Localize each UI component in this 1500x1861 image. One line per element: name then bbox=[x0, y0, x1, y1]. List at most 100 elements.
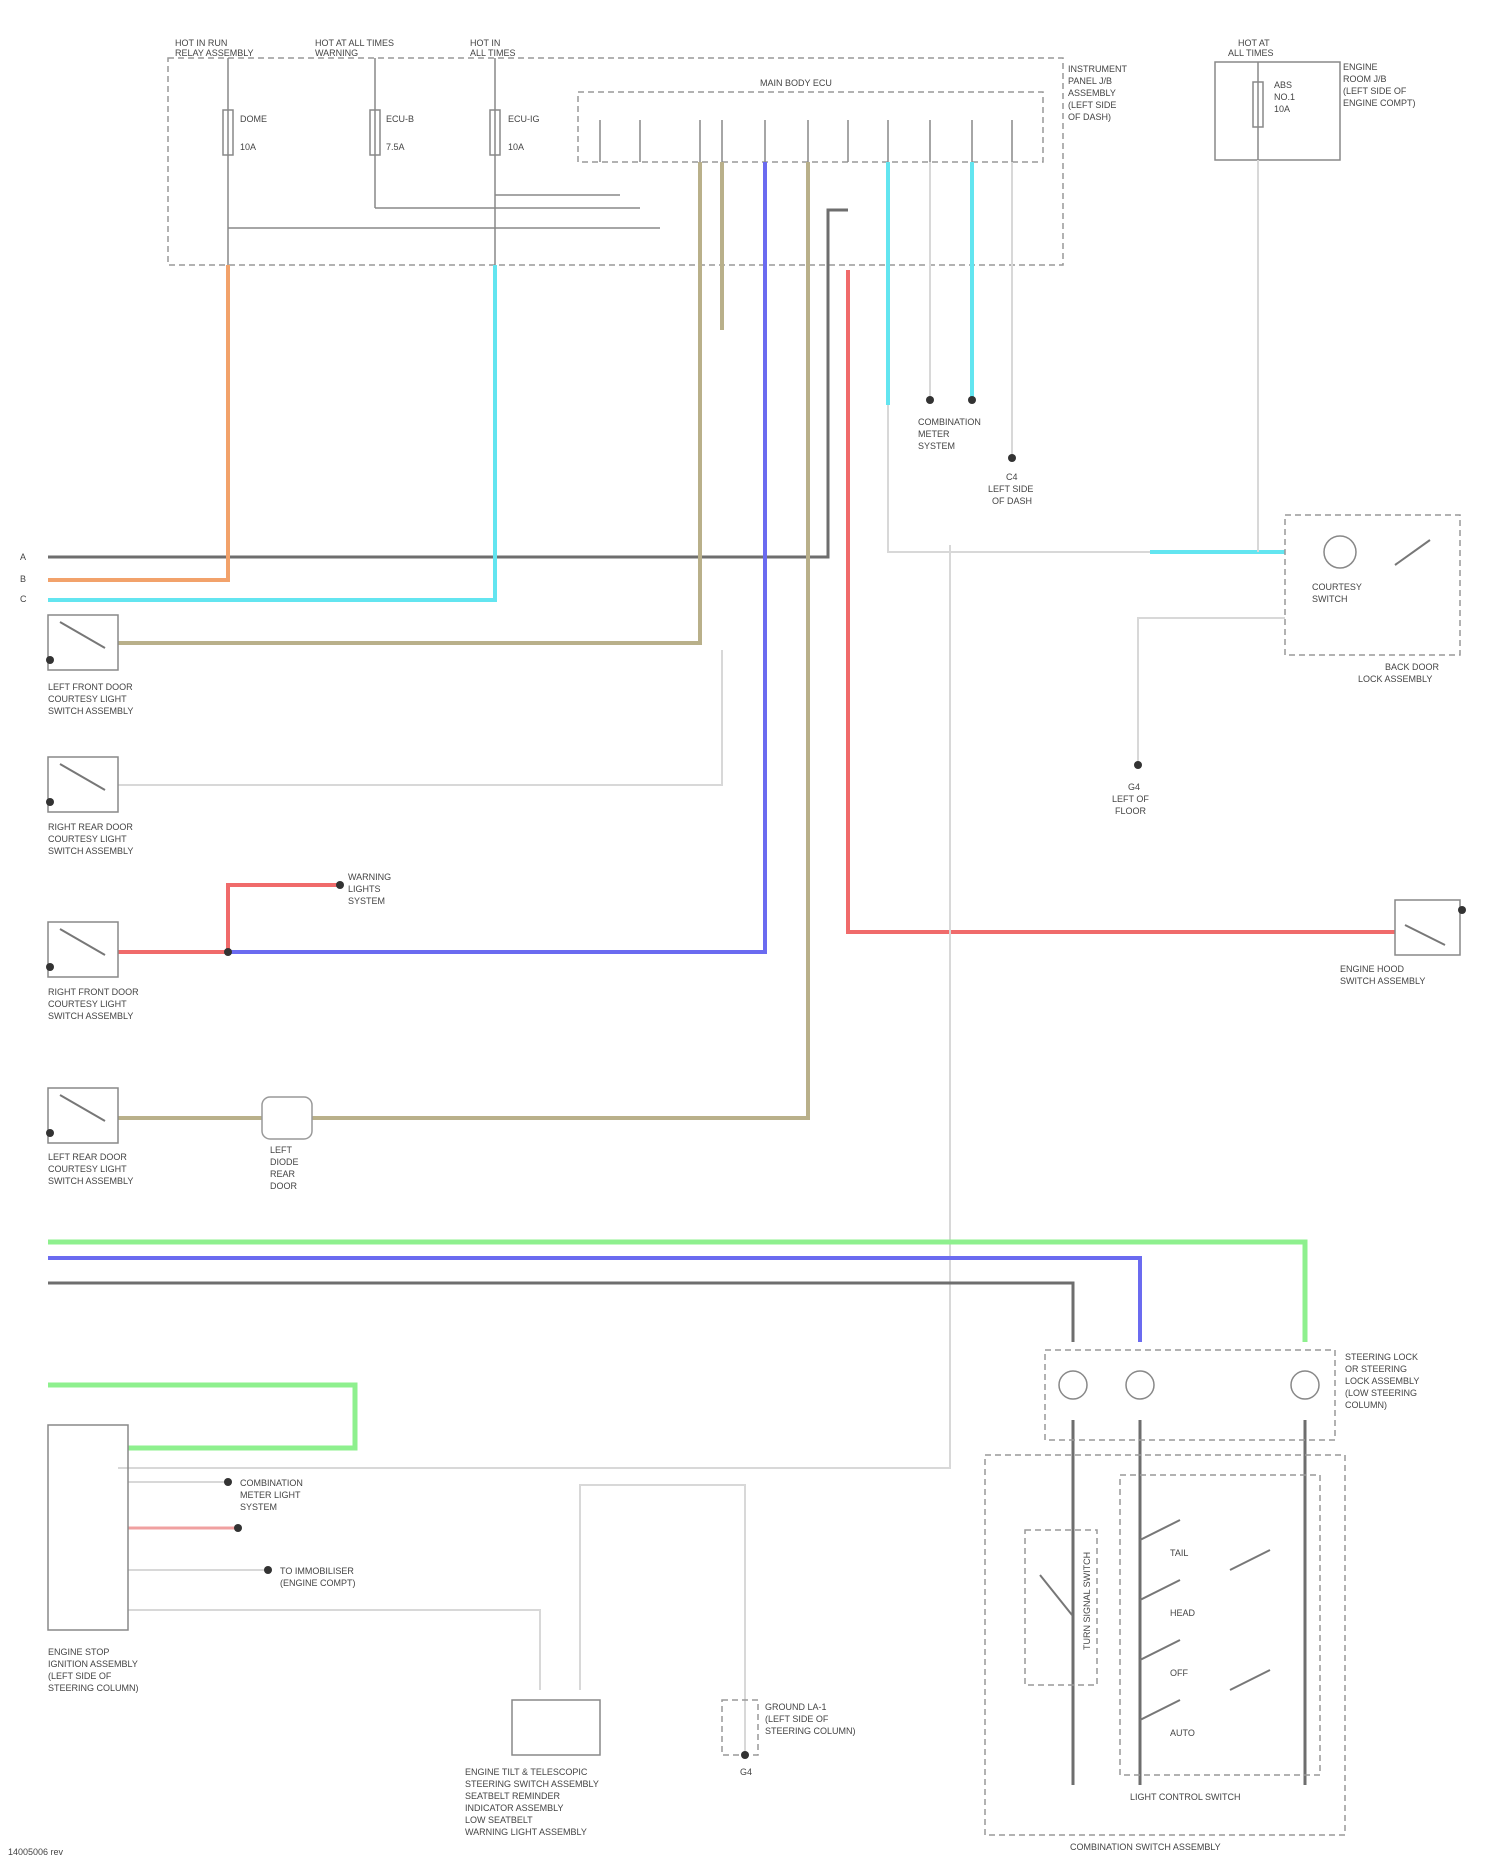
fuse2-sub: WARNING bbox=[315, 48, 358, 58]
combination-meter-connector: COMBINATION METER SYSTEM C4 LEFT SIDE OF… bbox=[918, 396, 1033, 506]
right-jb-2: ROOM J/B bbox=[1343, 74, 1387, 84]
wire-gray-bus bbox=[48, 210, 848, 557]
wire-gray-rr bbox=[118, 650, 722, 785]
combo-ecu-label-1: COMBINATION bbox=[918, 417, 981, 427]
right-jb-3: (LEFT SIDE OF bbox=[1343, 86, 1407, 96]
right-fuse-sub: ALL TIMES bbox=[1228, 48, 1274, 58]
steering-lock-label-1: STEERING LOCK bbox=[1345, 1352, 1418, 1362]
jb-label-2: PANEL J/B bbox=[1068, 76, 1112, 86]
warning-sys-label: WARNING bbox=[348, 872, 391, 882]
fuse1-header: HOT IN RUN bbox=[175, 38, 227, 48]
la1-label-4: G4 bbox=[740, 1767, 752, 1777]
wires bbox=[48, 160, 1395, 1785]
fuse1-rating: 10A bbox=[240, 142, 256, 152]
ignition-label-4: STEERING COLUMN) bbox=[48, 1683, 139, 1693]
right-fuse-header: HOT AT bbox=[1238, 38, 1270, 48]
left-rear-door-diode: LEFT DIODE REAR DOOR bbox=[262, 1097, 312, 1191]
lr-door-label: LEFT REAR DOOR bbox=[48, 1152, 127, 1162]
g4-label-3: FLOOR bbox=[1115, 806, 1147, 816]
combo-ecu-label-2: METER bbox=[918, 429, 950, 439]
wire-courtesy-ground bbox=[1138, 618, 1285, 765]
fuse3-name: ECU-IG bbox=[508, 114, 540, 124]
right-front-door-switch: RIGHT FRONT DOOR COURTESY LIGHT SWITCH A… bbox=[46, 872, 391, 1021]
diode-label-1: LEFT bbox=[270, 1145, 293, 1155]
edge-label-c: C bbox=[20, 594, 27, 604]
g4-label-2: LEFT OF bbox=[1112, 794, 1149, 804]
ground-c4-label-2: LEFT SIDE bbox=[988, 484, 1033, 494]
ignition-label-1: ENGINE STOP bbox=[48, 1647, 109, 1657]
diode-label-4: DOOR bbox=[270, 1181, 298, 1191]
combination-switch-assembly: TAIL HEAD OFF AUTO LIGHT CONTROL SWITCH … bbox=[985, 1455, 1345, 1852]
back-door-label-2: LOCK ASSEMBLY bbox=[1358, 674, 1432, 684]
fuse1-sub: RELAY ASSEMBLY bbox=[175, 48, 254, 58]
combo-head-label: HEAD bbox=[1170, 1608, 1196, 1618]
right-fuse-num: NO.1 bbox=[1274, 92, 1295, 102]
wire-tan-lf bbox=[118, 162, 700, 643]
fuse3-rating: 10A bbox=[508, 142, 524, 152]
rf-door-label: RIGHT FRONT DOOR bbox=[48, 987, 139, 997]
diode-label-3: REAR bbox=[270, 1169, 296, 1179]
combo-auto-label: AUTO bbox=[1170, 1728, 1195, 1738]
ground-c4-label: C4 bbox=[1006, 472, 1018, 482]
fuse2-header: HOT AT ALL TIMES bbox=[315, 38, 394, 48]
main-body-ecu-title: MAIN BODY ECU bbox=[760, 78, 832, 88]
steering-lock-label-2: OR STEERING bbox=[1345, 1364, 1407, 1374]
footnote: 14005006 rev bbox=[8, 1847, 64, 1857]
courtesy-switch-label: COURTESY bbox=[1312, 582, 1362, 592]
mid-label-2: STEERING SWITCH ASSEMBLY bbox=[465, 1779, 599, 1789]
steering-lock-label-3: LOCK ASSEMBLY bbox=[1345, 1376, 1419, 1386]
wire-tan-lr bbox=[118, 162, 808, 1118]
wire-long-gray bbox=[118, 545, 950, 1468]
mid-label-5: LOW SEATBELT bbox=[465, 1815, 533, 1825]
la1-label-3: STEERING COLUMN) bbox=[765, 1726, 856, 1736]
warning-sys-label-3: SYSTEM bbox=[348, 896, 385, 906]
fuse3-header: HOT IN bbox=[470, 38, 500, 48]
immo-label-2: (ENGINE COMPT) bbox=[280, 1578, 356, 1588]
wire-cyan bbox=[48, 265, 495, 600]
wire-blue-bus bbox=[48, 1258, 1140, 1342]
combo-turn-label: TURN SIGNAL SWITCH bbox=[1082, 1552, 1092, 1650]
edge-label-a: A bbox=[20, 552, 26, 562]
right-jb-1: ENGINE bbox=[1343, 62, 1378, 72]
wire-steer bbox=[580, 1485, 745, 1755]
engine-hood-switch: ENGINE HOOD SWITCH ASSEMBLY bbox=[1340, 900, 1466, 986]
ignition-label-3: (LEFT SIDE OF bbox=[48, 1671, 112, 1681]
combo-tail-label: TAIL bbox=[1170, 1548, 1188, 1558]
jb-label-4: (LEFT SIDE bbox=[1068, 100, 1116, 110]
fuse3-sub: ALL TIMES bbox=[470, 48, 516, 58]
lf-door-label: LEFT FRONT DOOR bbox=[48, 682, 133, 692]
steering-lock-assembly: STEERING LOCK OR STEERING LOCK ASSEMBLY … bbox=[1045, 1350, 1419, 1440]
diode-label-2: DIODE bbox=[270, 1157, 299, 1167]
wire-orange bbox=[48, 265, 228, 580]
immo-label-1: TO IMMOBILISER bbox=[280, 1566, 354, 1576]
wire-gray-bottom bbox=[48, 1283, 1073, 1342]
meter-label-1: COMBINATION bbox=[240, 1478, 303, 1488]
ecu-pins bbox=[600, 120, 1012, 162]
mid-label-1: ENGINE TILT & TELESCOPIC bbox=[465, 1767, 588, 1777]
instrument-panel-junction-block: HOT IN RUN RELAY ASSEMBLY HOT AT ALL TIM… bbox=[168, 38, 1127, 265]
courtesy-switch-label-2: SWITCH bbox=[1312, 594, 1348, 604]
lr-door-label-2: COURTESY LIGHT bbox=[48, 1164, 127, 1174]
jb-label-3: ASSEMBLY bbox=[1068, 88, 1116, 98]
mid-label-6: WARNING LIGHT ASSEMBLY bbox=[465, 1827, 587, 1837]
lf-door-label-2: COURTESY LIGHT bbox=[48, 694, 127, 704]
rf-door-label-2: COURTESY LIGHT bbox=[48, 999, 127, 1009]
left-front-door-switch: LEFT FRONT DOOR COURTESY LIGHT SWITCH AS… bbox=[46, 615, 133, 716]
fuse2-name: ECU-B bbox=[386, 114, 414, 124]
steering-switch-assembly: ENGINE TILT & TELESCOPIC STEERING SWITCH… bbox=[465, 1700, 600, 1837]
right-fuse-name: ABS bbox=[1274, 80, 1292, 90]
wire-red-rf bbox=[118, 885, 340, 952]
back-door-lock-assembly: COURTESY SWITCH BACK DOOR LOCK ASSEMBLY … bbox=[1112, 515, 1460, 816]
la1-label-2: (LEFT SIDE OF bbox=[765, 1714, 829, 1724]
steering-lock-label-4: (LOW STEERING bbox=[1345, 1388, 1417, 1398]
fuse1-name: DOME bbox=[240, 114, 267, 124]
rf-door-label-3: SWITCH ASSEMBLY bbox=[48, 1011, 133, 1021]
right-fuse-rating: 10A bbox=[1274, 104, 1290, 114]
combo-switch-label: COMBINATION SWITCH ASSEMBLY bbox=[1070, 1842, 1221, 1852]
engine-room-junction-block: HOT AT ALL TIMES ABS NO.1 10A ENGINE ROO… bbox=[1215, 38, 1416, 160]
wire-ign-4 bbox=[128, 1610, 540, 1690]
la1-label-1: GROUND LA-1 bbox=[765, 1702, 827, 1712]
wire-gray-courtesy bbox=[888, 405, 1150, 552]
lr-door-label-3: SWITCH ASSEMBLY bbox=[48, 1176, 133, 1186]
